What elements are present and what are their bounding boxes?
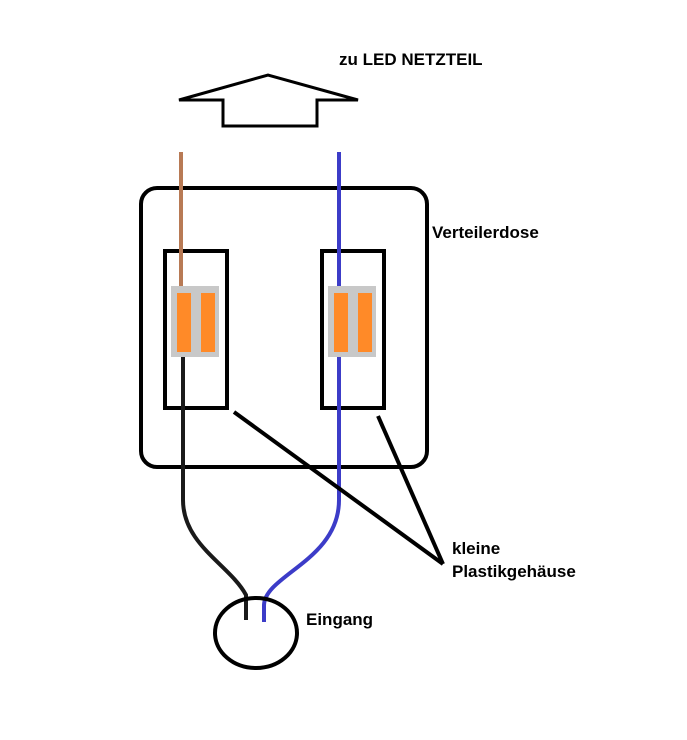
distribution-box xyxy=(139,186,429,469)
terminal-clamp-right xyxy=(328,286,376,357)
label-led-power-supply: zu LED NETZTEIL xyxy=(339,50,483,69)
terminal-clamp-left xyxy=(171,286,219,357)
input-socket xyxy=(213,596,299,670)
label-input: Eingang xyxy=(306,610,374,629)
pointer-line-right xyxy=(376,415,445,565)
black-wire xyxy=(181,357,248,620)
label-housing-line1: kleine xyxy=(452,539,501,558)
pointer-line-left xyxy=(232,410,445,566)
label-distribution-box: Verteilerdose xyxy=(432,223,539,242)
label-housing-line2: Plastikgehäuse xyxy=(452,562,576,581)
plastic-housing-left xyxy=(163,249,229,410)
arrow-up-icon xyxy=(178,73,359,128)
plastic-housing-right xyxy=(320,249,386,410)
blue-wire-bottom xyxy=(262,357,341,622)
